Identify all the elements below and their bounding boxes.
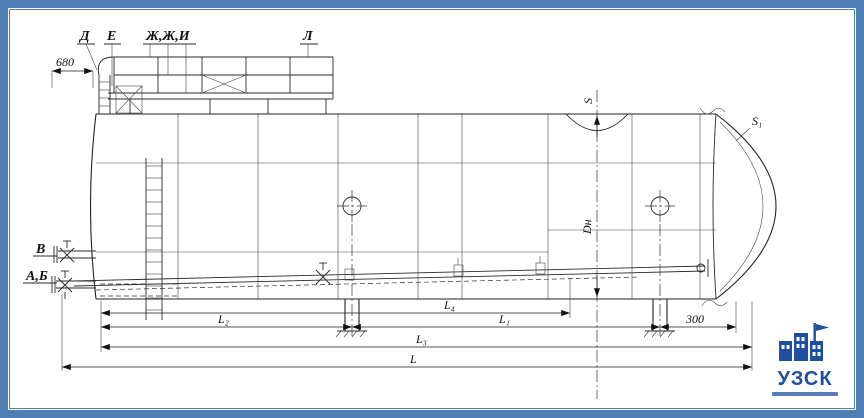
- shell-ladder: [145, 158, 163, 320]
- dim-l1-label: L₁: [498, 312, 510, 326]
- logo-tagline-bar: [772, 392, 838, 396]
- callout-v-label: В: [35, 242, 45, 257]
- support-leg-left: [335, 224, 367, 338]
- shell-thickness-label: S: [581, 98, 595, 104]
- dim-l2-label: L₂: [217, 312, 229, 326]
- factory-icon: [779, 323, 829, 361]
- diameter-dimension: Dн S: [580, 90, 601, 399]
- top-callouts: Д Е Ж,Ж,И Л: [77, 29, 318, 93]
- left-valve-v: [53, 240, 96, 263]
- dim-l4-label: L₄: [443, 298, 455, 312]
- diameter-label: Dн: [580, 219, 594, 235]
- callout-ab-label: А,Б: [25, 269, 48, 284]
- dim-l3-label: L₃: [415, 332, 427, 346]
- manhole-left: [337, 190, 367, 222]
- dim-300-label: 300: [685, 312, 704, 326]
- head-thickness-callout: S₁: [735, 114, 762, 142]
- shell-plate-seams: [96, 114, 716, 299]
- logo-title: УЗСК: [777, 368, 833, 390]
- dim-680-label: 680: [56, 55, 74, 69]
- support-leg-right: [643, 224, 675, 338]
- tank-shell-outline: [89, 107, 777, 307]
- dim-680: 680: [51, 55, 94, 88]
- callout-e-label: Е: [106, 29, 116, 44]
- dim-l-label: L: [409, 352, 417, 366]
- manhole-right: [645, 190, 675, 222]
- top-platform: [97, 56, 334, 114]
- tank-technical-drawing: Dн S S₁: [23, 29, 777, 399]
- left-callouts: В А,Б: [23, 242, 57, 284]
- uzsk-logo: УЗСК: [766, 321, 844, 396]
- callout-d-label: Д: [78, 29, 90, 44]
- head-thickness-label: S₁: [752, 114, 762, 128]
- bottom-dimensions: L₄ L₂ L₁ 300 L₃ L: [61, 278, 753, 371]
- callout-l-label: Л: [302, 29, 313, 44]
- drain-piping: [73, 256, 709, 297]
- callout-zh-label: Ж,Ж,И: [145, 29, 191, 44]
- left-valve-ab: [51, 270, 96, 299]
